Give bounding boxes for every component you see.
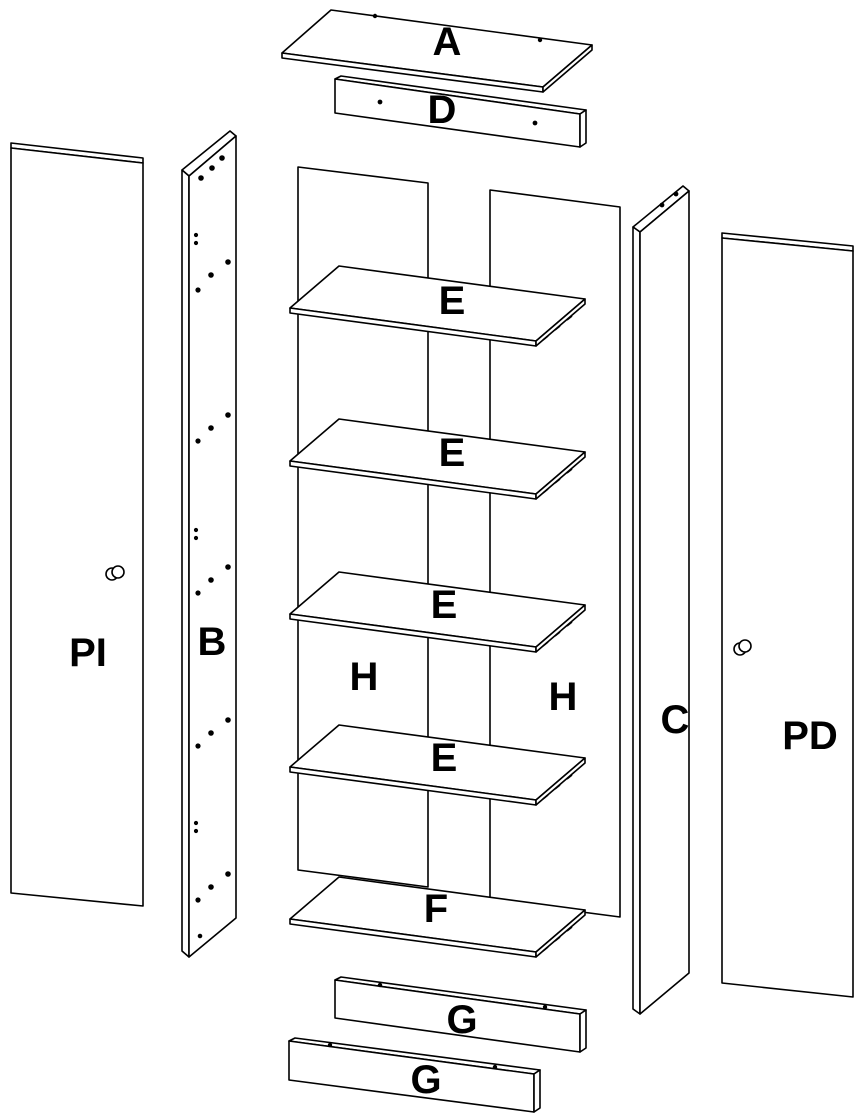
shelf-e-2	[289, 418, 586, 500]
label-side-b: B	[198, 620, 227, 664]
plinth-g-upper	[334, 976, 587, 1053]
label-shelf-e-2: E	[439, 431, 466, 475]
label-rail-d: D	[428, 88, 457, 132]
back-panel-h-right	[489, 189, 621, 918]
shelf-e-3	[289, 571, 586, 653]
back-panel-h-left	[297, 166, 429, 888]
plinth-g-lower	[288, 1037, 541, 1113]
label-shelf-e-1: E	[439, 279, 466, 323]
label-shelf-e-3: E	[431, 583, 458, 627]
label-door-pi: PI	[69, 631, 107, 675]
label-shelf-e-4: E	[431, 736, 458, 780]
shelf-e-4	[289, 724, 586, 806]
door-right-pd	[721, 232, 854, 998]
label-side-c: C	[661, 698, 690, 742]
label-plinth-g-upper: G	[446, 998, 477, 1042]
shelf-e-1	[289, 265, 586, 347]
label-back-h-left: H	[350, 655, 379, 699]
side-panel-c	[632, 185, 690, 1015]
label-back-h-right: H	[549, 675, 578, 719]
top-panel-a	[281, 9, 593, 93]
side-panel-b	[181, 130, 237, 958]
label-door-pd: PD	[782, 714, 838, 758]
label-bottom-shelf-f: F	[424, 887, 448, 931]
door-left-pi	[10, 142, 144, 907]
bottom-shelf-f	[289, 876, 586, 958]
label-top-a: A	[433, 20, 462, 64]
label-plinth-g-lower: G	[410, 1058, 441, 1102]
top-rail-d	[334, 75, 587, 148]
